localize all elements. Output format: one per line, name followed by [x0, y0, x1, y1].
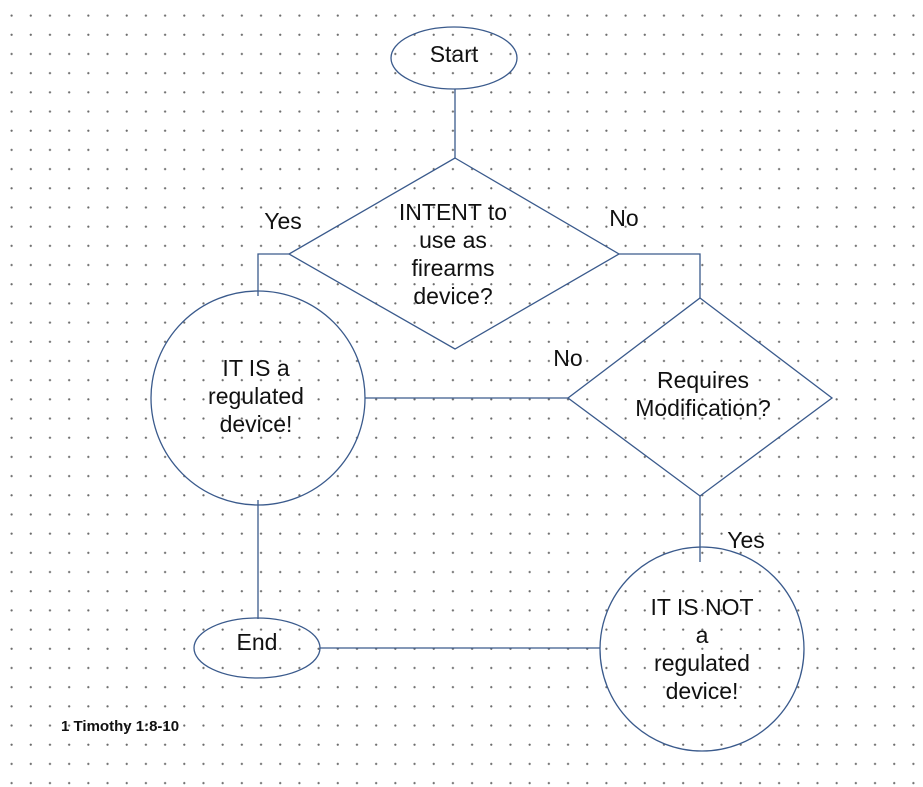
- requires-no-label: No: [553, 345, 583, 371]
- start-label: Start: [429, 41, 479, 67]
- connector-intent-no-requires: [619, 253, 701, 298]
- end-label: End: [236, 629, 278, 655]
- regulated-device-label: IT IS a regulated device!: [208, 355, 304, 437]
- bible-reference: 1 Timothy 1:8-10: [61, 718, 180, 735]
- start-node: [390, 26, 518, 90]
- intent-no-label: No: [609, 205, 639, 231]
- intent-decision-node: [287, 157, 621, 350]
- requires-yes-label: Yes: [727, 527, 765, 553]
- not-regulated-device-label: IT IS NOT a regulated device!: [650, 594, 754, 704]
- connector-intent-yes-regulated: [257, 253, 289, 296]
- end-node: [193, 617, 321, 679]
- regulated-device-node: [150, 290, 366, 506]
- intent-yes-label: Yes: [264, 208, 302, 234]
- requires-modification-label: Requires Modification?: [635, 367, 771, 421]
- requires-modification-decision-node: [566, 297, 834, 497]
- not-regulated-device-node: [599, 546, 805, 752]
- intent-label: INTENT to use as firearms device?: [398, 199, 508, 309]
